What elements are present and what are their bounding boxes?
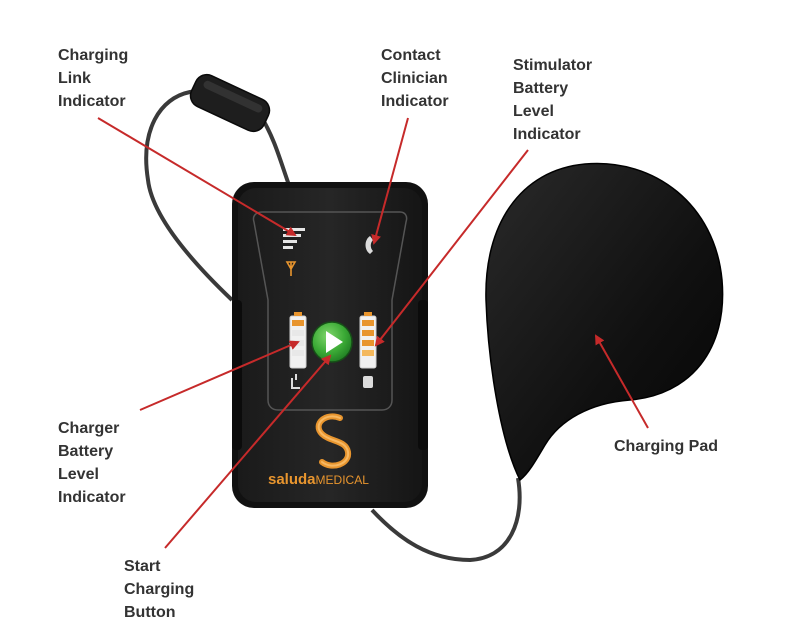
charging-link-indicator-label: Charging Link Indicator (58, 44, 128, 113)
label-line: Charging (124, 581, 195, 598)
charger-cable-top (144, 89, 292, 302)
arrow-charging-pad (595, 334, 649, 429)
plug-icon (291, 374, 300, 389)
charging-pad-label: Charging Pad (614, 435, 718, 458)
label-line: Clinician (381, 70, 448, 87)
start-charging-button-label: Start Charging Button (124, 555, 194, 624)
brand-text: saludaMEDICAL (268, 471, 369, 488)
label-line: Contact (381, 47, 441, 64)
arrow-stimulator-battery (374, 149, 529, 347)
label-line: Indicator (381, 93, 449, 110)
saluda-logo-icon (315, 413, 352, 469)
charging-pad-icon (485, 162, 724, 482)
label-line: Indicator (513, 126, 581, 143)
label-line: Level (58, 466, 99, 483)
arrow-charging-link (97, 117, 297, 237)
label-line: Stimulator (513, 57, 593, 74)
label-line: Battery (513, 80, 569, 97)
antenna-icon (285, 261, 297, 276)
label-line: Charging (58, 47, 129, 64)
label-line: Start (124, 558, 161, 575)
label-line: Button (124, 604, 176, 621)
arrow-contact-clinician (371, 117, 409, 245)
arrow-charger-battery (139, 340, 300, 411)
contact-clinician-indicator-label: Contact Clinician Indicator (381, 44, 449, 113)
phone-icon (365, 236, 373, 254)
charging-pad-cable (370, 477, 522, 563)
label-line: Indicator (58, 93, 126, 110)
label-line: Charging Pad (614, 438, 719, 455)
label-line: Indicator (58, 489, 126, 506)
ferrite-bead-icon (189, 73, 271, 133)
charger-battery-indicator-label: Charger Battery Level Indicator (58, 417, 126, 509)
arrow-start-charging (164, 354, 332, 549)
label-line: Link (58, 70, 91, 87)
label-line: Battery (58, 443, 114, 460)
charger-battery-icon (289, 312, 307, 369)
implant-icon (363, 376, 373, 388)
play-icon (326, 331, 343, 353)
stimulator-battery-indicator-label: Stimulator Battery Level Indicator (513, 54, 592, 146)
label-line: Charger (58, 420, 120, 437)
label-line: Level (513, 103, 554, 120)
start-charging-button[interactable] (311, 321, 353, 363)
stimulator-battery-icon (359, 312, 377, 369)
